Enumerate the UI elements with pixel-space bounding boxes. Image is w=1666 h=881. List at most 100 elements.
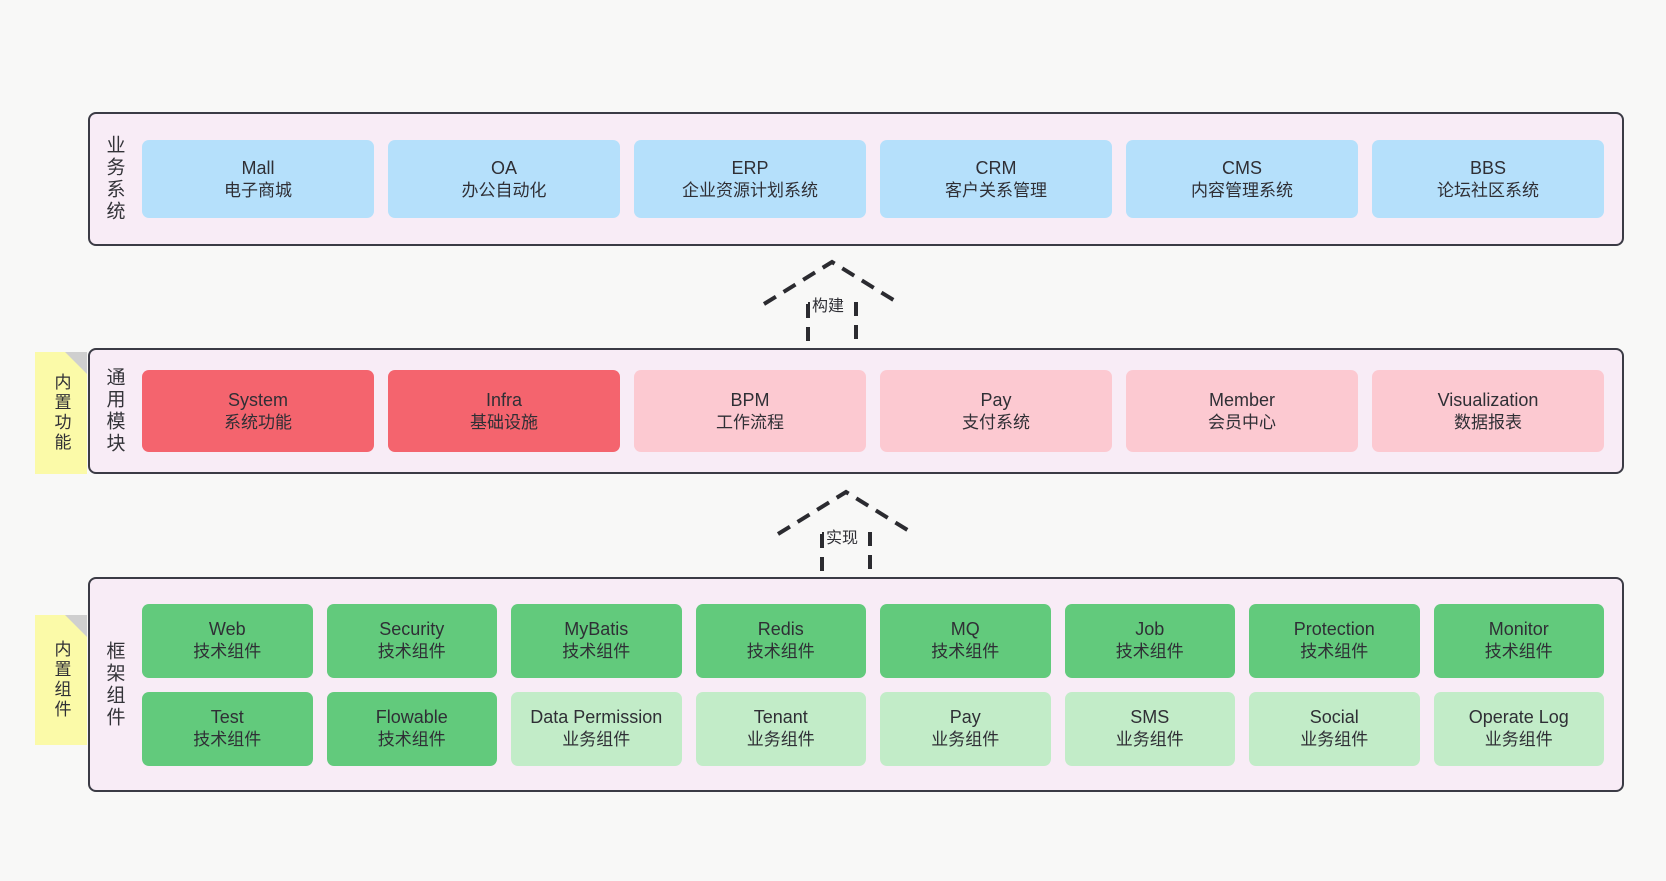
- layer-title-business-system: 业务系统: [103, 135, 125, 223]
- card-row: Test 技术组件 Flowable 技术组件 Data Permission …: [142, 691, 1604, 766]
- card-protection[interactable]: Protection 技术组件: [1249, 603, 1420, 678]
- card-title: Social: [1309, 707, 1359, 728]
- card-subtitle: 技术组件: [377, 730, 446, 750]
- layer-framework-component: 框架组件 Web 技术组件 Security 技术组件 MyBatis 技术组件…: [88, 577, 1624, 792]
- card-cms[interactable]: CMS 内容管理系统: [1126, 140, 1358, 218]
- card-redis[interactable]: Redis 技术组件: [695, 603, 866, 678]
- sticky-note-builtin-function: 内置功能: [35, 352, 87, 474]
- card-title: ERP: [731, 157, 769, 178]
- card-subtitle: 电子商城: [224, 180, 292, 200]
- card-member[interactable]: Member 会员中心: [1126, 370, 1358, 452]
- card-flowable[interactable]: Flowable 技术组件: [326, 691, 497, 766]
- card-title: BBS: [1469, 157, 1507, 178]
- card-mybatis[interactable]: MyBatis 技术组件: [511, 603, 682, 678]
- arrow-shaft: [806, 302, 858, 350]
- card-title: Mall: [241, 157, 275, 178]
- card-job[interactable]: Job 技术组件: [1064, 603, 1235, 678]
- card-subtitle: 业务组件: [1300, 730, 1369, 750]
- card-subtitle: 客户关系管理: [945, 180, 1047, 200]
- layer-body-framework-component: Web 技术组件 Security 技术组件 MyBatis 技术组件 Redi…: [136, 579, 1622, 790]
- card-subtitle: 技术组件: [377, 642, 446, 662]
- layer-title-common-module: 通用模块: [103, 367, 125, 455]
- card-subtitle: 业务组件: [746, 730, 815, 750]
- card-title: Test: [210, 707, 244, 728]
- card-subtitle: 系统功能: [224, 412, 292, 432]
- card-title: Security: [379, 619, 445, 640]
- card-oa[interactable]: OA 办公自动化: [388, 140, 620, 218]
- card-infra[interactable]: Infra 基础设施: [388, 370, 620, 452]
- card-bpm[interactable]: BPM 工作流程: [634, 370, 866, 452]
- connector-implement-arrow: [776, 489, 916, 576]
- connector-implement-label: 实现: [824, 524, 861, 548]
- card-sms[interactable]: SMS 业务组件: [1064, 691, 1235, 766]
- arrow-head-hollow: [776, 489, 916, 536]
- card-title: Infra: [485, 389, 523, 410]
- card-row: System 系统功能 Infra 基础设施 BPM 工作流程 Pay 支付系统…: [142, 370, 1604, 452]
- layer-body-business-system: Mall 电子商城 OA 办公自动化 ERP 企业资源计划系统 CRM 客户关系…: [136, 114, 1622, 244]
- card-title: Visualization: [1437, 389, 1539, 410]
- layer-body-common-module: System 系统功能 Infra 基础设施 BPM 工作流程 Pay 支付系统…: [136, 350, 1622, 472]
- layer-title-framework-component: 框架组件: [103, 640, 125, 729]
- card-title: CRM: [975, 157, 1017, 178]
- card-social[interactable]: Social 业务组件: [1249, 691, 1420, 766]
- card-tenant[interactable]: Tenant 业务组件: [695, 691, 866, 766]
- card-bbs[interactable]: BBS 论坛社区系统: [1372, 140, 1604, 218]
- card-subtitle: 办公自动化: [461, 180, 547, 200]
- card-pay[interactable]: Pay 支付系统: [880, 370, 1112, 452]
- card-operate-log[interactable]: Operate Log 业务组件: [1433, 691, 1604, 766]
- connector-build-arrow: [762, 259, 902, 350]
- card-title: MyBatis: [564, 619, 629, 640]
- card-subtitle: 技术组件: [193, 730, 262, 750]
- layer-common-module: 通用模块 System 系统功能 Infra 基础设施 BPM 工作流程 Pay…: [88, 348, 1624, 474]
- card-subtitle: 技术组件: [193, 642, 262, 662]
- card-title: Pay: [980, 389, 1012, 410]
- card-subtitle: 业务组件: [1484, 730, 1553, 750]
- connector-build-label: 构建: [810, 292, 847, 316]
- card-crm[interactable]: CRM 客户关系管理: [880, 140, 1112, 218]
- card-title: Member: [1208, 389, 1275, 410]
- card-title: System: [227, 389, 288, 410]
- sticky-note-builtin-component: 内置组件: [35, 615, 87, 745]
- card-subtitle: 技术组件: [746, 642, 815, 662]
- card-pay-business[interactable]: Pay 业务组件: [880, 691, 1051, 766]
- card-test[interactable]: Test 技术组件: [142, 691, 313, 766]
- card-title: Operate Log: [1468, 707, 1569, 728]
- card-title: Redis: [757, 619, 804, 640]
- card-security[interactable]: Security 技术组件: [326, 603, 497, 678]
- card-row: Web 技术组件 Security 技术组件 MyBatis 技术组件 Redi…: [142, 603, 1604, 678]
- card-subtitle: 技术组件: [1115, 642, 1184, 662]
- arrow-shaft: [820, 532, 872, 576]
- card-subtitle: 论坛社区系统: [1437, 180, 1539, 200]
- card-system[interactable]: System 系统功能: [142, 370, 374, 452]
- card-title: Web: [208, 619, 246, 640]
- sticky-note-label: 内置组件: [51, 640, 71, 720]
- sticky-note-label: 内置功能: [51, 373, 71, 453]
- card-mq[interactable]: MQ 技术组件: [880, 603, 1051, 678]
- card-subtitle: 技术组件: [1300, 642, 1369, 662]
- card-subtitle: 业务组件: [931, 730, 1000, 750]
- card-subtitle: 技术组件: [1484, 642, 1553, 662]
- card-subtitle: 业务组件: [1115, 730, 1184, 750]
- card-subtitle: 工作流程: [716, 412, 784, 432]
- card-title: Protection: [1293, 619, 1375, 640]
- arrow-head-hollow: [762, 259, 902, 306]
- card-visualization[interactable]: Visualization 数据报表: [1372, 370, 1604, 452]
- card-title: Pay: [949, 707, 981, 728]
- card-title: OA: [490, 157, 517, 178]
- card-title: MQ: [950, 619, 980, 640]
- card-subtitle: 支付系统: [962, 412, 1030, 432]
- card-title: Monitor: [1488, 619, 1549, 640]
- card-title: Job: [1135, 619, 1165, 640]
- card-data-permission[interactable]: Data Permission 业务组件: [511, 691, 682, 766]
- card-subtitle: 技术组件: [931, 642, 1000, 662]
- card-title: Data Permission: [530, 707, 663, 728]
- card-web[interactable]: Web 技术组件: [142, 603, 313, 678]
- card-subtitle: 会员中心: [1208, 412, 1276, 432]
- card-subtitle: 基础设施: [470, 412, 538, 432]
- card-mall[interactable]: Mall 电子商城: [142, 140, 374, 218]
- card-subtitle: 内容管理系统: [1191, 180, 1293, 200]
- card-monitor[interactable]: Monitor 技术组件: [1433, 603, 1604, 678]
- card-erp[interactable]: ERP 企业资源计划系统: [634, 140, 866, 218]
- card-subtitle: 业务组件: [562, 730, 631, 750]
